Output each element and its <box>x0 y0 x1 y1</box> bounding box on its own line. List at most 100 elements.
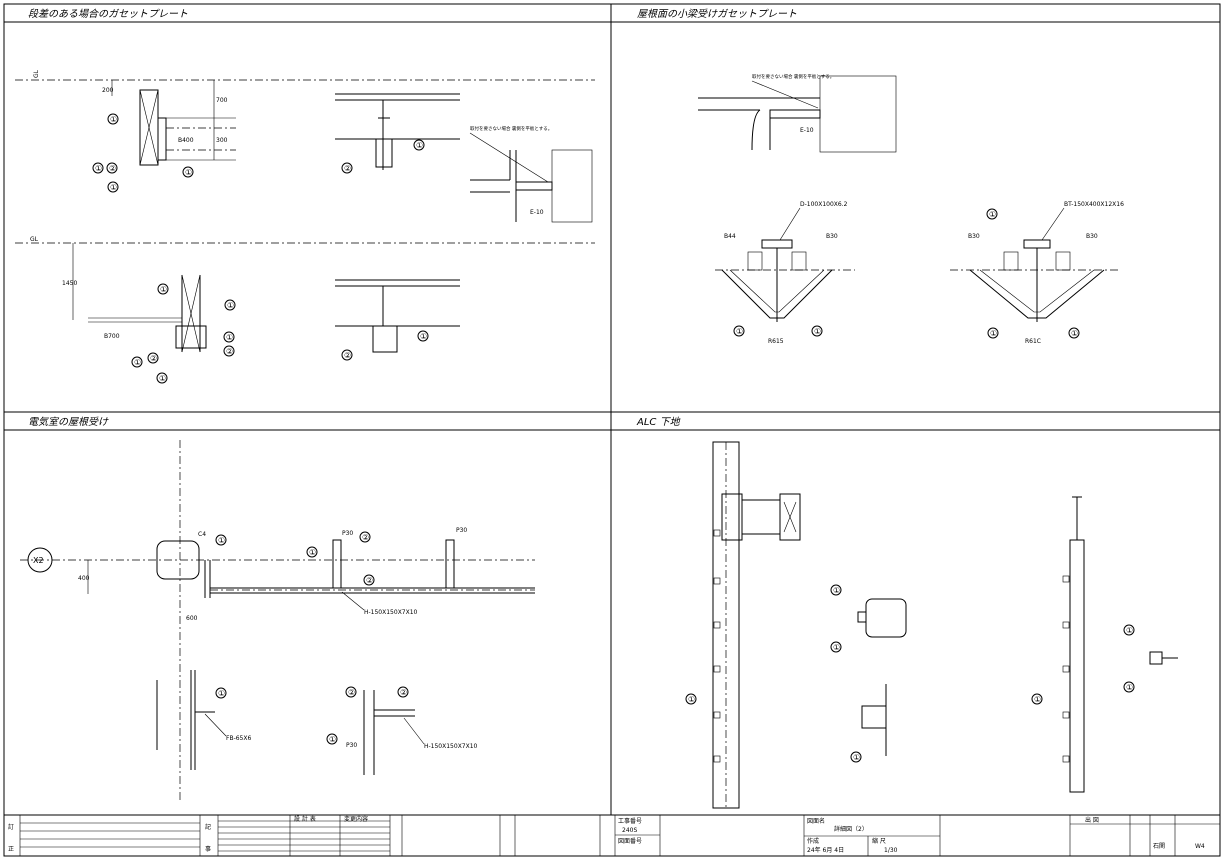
tb-sym1: 記 <box>205 823 211 831</box>
panel-title-bottom-right: ALC 下地 <box>636 416 681 428</box>
b400-label: B400 <box>178 137 194 144</box>
callout-1e: ① <box>413 139 425 151</box>
callout-1i: ① <box>131 356 143 368</box>
h-spec-a: H-150X150X7X10 <box>364 609 418 616</box>
callout-1j: ① <box>156 372 168 384</box>
callout-1r: ① <box>306 546 318 558</box>
svg-text:X2: X2 <box>33 556 44 565</box>
tb-drawing-name: 詳細図（2） <box>834 825 868 833</box>
pl-10b-label: E-10 <box>800 127 814 134</box>
svg-text:①: ① <box>989 210 996 219</box>
tb-work-no: 240S <box>622 827 637 834</box>
svg-text:②: ② <box>344 164 351 173</box>
svg-text:①: ① <box>110 115 117 124</box>
callout-1v: ① <box>830 584 842 596</box>
svg-text:①: ① <box>688 695 695 704</box>
callout-1aa: ① <box>1123 681 1135 693</box>
note-b: 取付を要さない場合 裏側を平板とする。 <box>752 73 834 80</box>
panel-title-bottom-left: 電気室の屋根受け <box>28 416 109 428</box>
svg-text:①: ① <box>160 285 167 294</box>
b30c-label: B30 <box>1086 233 1098 240</box>
callout-2g: ② <box>363 574 375 586</box>
svg-text:①: ① <box>814 327 821 336</box>
svg-text:①: ① <box>1126 683 1133 692</box>
tb-sheet-no: W4 <box>1195 843 1205 850</box>
callout-1c: ① <box>107 181 119 193</box>
note-a: 取付を要さない場合 裏側を平板とする。 <box>470 125 552 132</box>
svg-text:①: ① <box>736 327 743 336</box>
tb-col-b: 変更内容 <box>344 815 368 823</box>
callout-1w: ① <box>830 641 842 653</box>
callout-1q: ① <box>215 534 227 546</box>
dim-600: 600 <box>186 615 198 622</box>
svg-text:①: ① <box>309 548 316 557</box>
callout-1n: ① <box>986 208 998 220</box>
svg-text:②: ② <box>400 688 407 697</box>
callout-1o: ① <box>987 327 999 339</box>
top-right-detail: E-10 取付を要さない場合 裏側を平板とする。 B44 B30 D-100X1… <box>698 73 1124 345</box>
p30b-label: P30 <box>456 527 467 534</box>
callout-1z: ① <box>1123 624 1135 636</box>
svg-text:①: ① <box>218 536 225 545</box>
tb-scale: 1/30 <box>884 847 898 854</box>
gl-label-top: GL <box>33 69 40 78</box>
tb-rev-left: 訂 <box>8 823 14 831</box>
r61b-label: R61C <box>1025 338 1041 345</box>
title-block: 訂 正 記 事 設 計 表 変更内容 工事番号 240S 図面番号 図面名 詳細… <box>8 815 1220 856</box>
svg-text:①: ① <box>1034 695 1041 704</box>
svg-text:①: ① <box>833 586 840 595</box>
callout-2d: ② <box>147 352 159 364</box>
callout-2a: ② <box>106 162 118 174</box>
svg-text:①: ① <box>95 164 102 173</box>
b30b-label: B30 <box>968 233 980 240</box>
callout-2e: ② <box>341 349 353 361</box>
tb-rev-left2: 正 <box>8 846 14 853</box>
tb-col-a: 設 計 表 <box>294 815 316 823</box>
tb-right-headers: 出 図 <box>1085 816 1099 824</box>
callout-2h: ② <box>345 686 357 698</box>
callout-2i: ② <box>397 686 409 698</box>
svg-text:②: ② <box>150 354 157 363</box>
callout-2b: ② <box>341 162 353 174</box>
callout-1a: ① <box>107 113 119 125</box>
svg-text:②: ② <box>344 351 351 360</box>
top-left-detail: GL GL B400 200 700 300 ① ① ② ① ① ① ② <box>15 69 595 384</box>
tb-drawing-name-label: 図面名 <box>807 817 825 825</box>
gl-label-mid: GL <box>30 236 39 243</box>
dim-400: 400 <box>78 575 90 582</box>
dim-700: 700 <box>216 97 228 104</box>
callout-1t: ① <box>326 733 338 745</box>
dim-1450: 1450 <box>62 280 77 287</box>
svg-text:①: ① <box>420 332 427 341</box>
h-spec-b: H-150X150X7X10 <box>424 743 478 750</box>
bottom-right-detail: ① ① ① ① ① ① ① <box>685 441 1178 809</box>
angle-spec: D-100X100X6.2 <box>800 201 848 208</box>
r615-label: R615 <box>768 338 784 345</box>
callout-1g: ① <box>224 299 236 311</box>
callout-2c: ② <box>223 345 235 357</box>
t-spec: BT-150X400X12X16 <box>1064 201 1124 208</box>
svg-text:①: ① <box>1126 626 1133 635</box>
grid-bubble-x2: X2 <box>27 547 53 573</box>
svg-text:②: ② <box>109 164 116 173</box>
svg-text:②: ② <box>348 688 355 697</box>
panel-title-top-left: 段差のある場合のガセットプレート <box>28 8 188 20</box>
tb-sym2: 事 <box>205 845 211 853</box>
p30c-label: P30 <box>346 742 357 749</box>
callout-1b: ① <box>92 162 104 174</box>
svg-text:①: ① <box>218 689 225 698</box>
tb-scale-label: 縮 尺 <box>872 837 886 845</box>
svg-text:①: ① <box>990 329 997 338</box>
dim-300: 300 <box>216 137 228 144</box>
tb-date: 24年 6月 4日 <box>807 846 844 854</box>
callout-1y: ① <box>1031 693 1043 705</box>
svg-text:①: ① <box>416 141 423 150</box>
callout-2f: ② <box>359 531 371 543</box>
callout-1k: ① <box>417 330 429 342</box>
b30a-label: B30 <box>826 233 838 240</box>
svg-text:①: ① <box>134 358 141 367</box>
pl-10-label: E-10 <box>530 209 544 216</box>
svg-text:①: ① <box>159 374 166 383</box>
callout-1h: ① <box>223 331 235 343</box>
